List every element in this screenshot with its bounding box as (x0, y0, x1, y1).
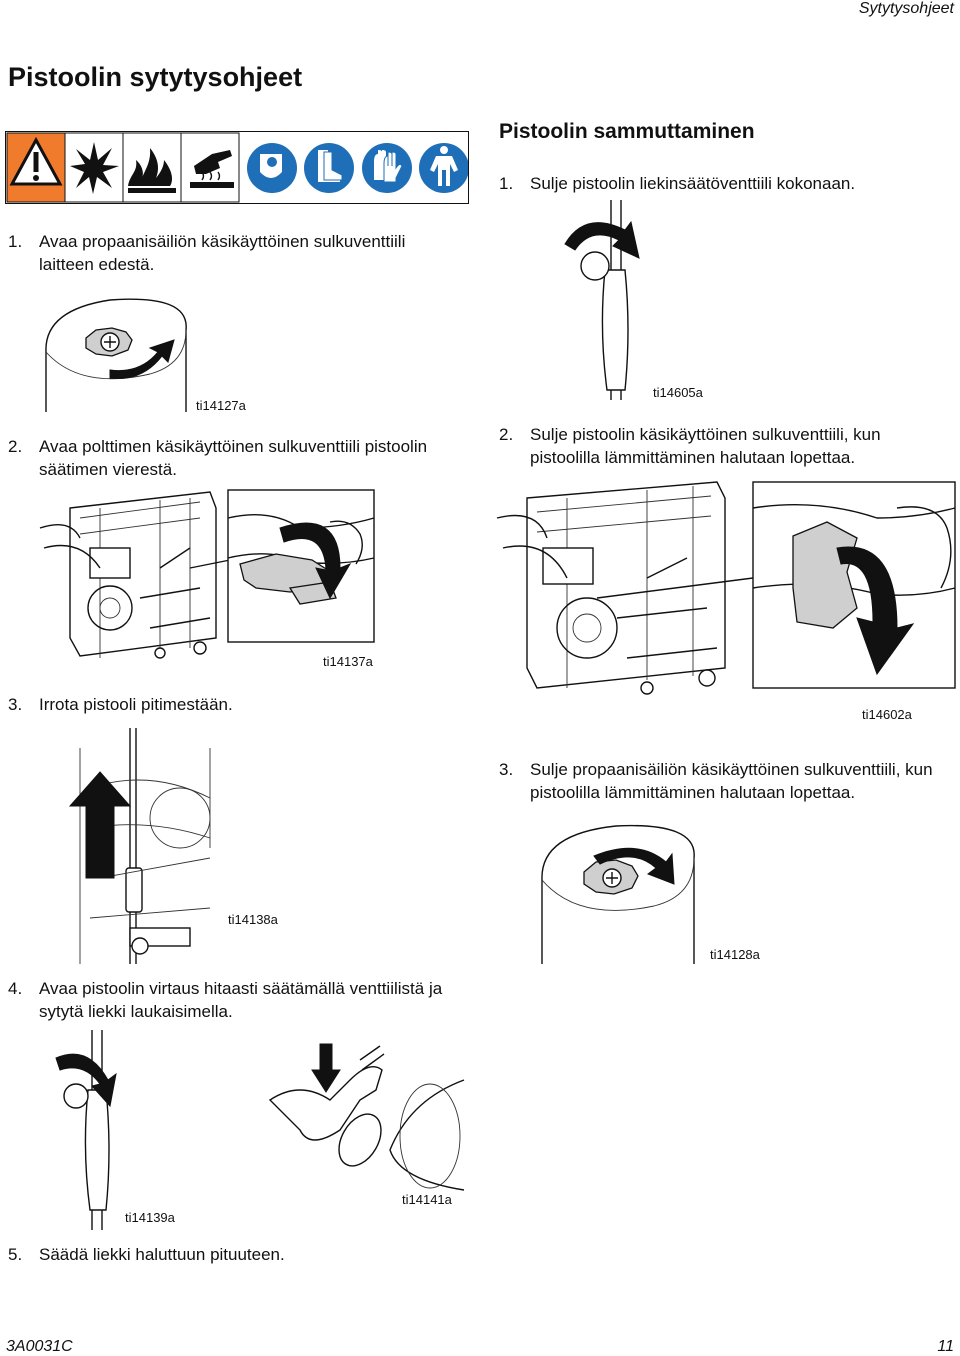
figure-label: ti14141a (402, 1192, 452, 1207)
figure-label: ti14128a (710, 947, 760, 962)
step-1: 1. Avaa propaanisäiliön käsikäyttöinen s… (8, 232, 406, 274)
figure-machine-burner-valve (39, 489, 375, 659)
down-arrow-icon (311, 1043, 341, 1093)
gloves-icon (362, 143, 412, 193)
warning-triangle-icon (6, 132, 66, 203)
page-title: Pistoolin sytytysohjeet (8, 62, 303, 92)
up-arrow-icon (68, 771, 132, 879)
boots-icon (304, 143, 354, 193)
section-title-shutdown: Pistoolin sammuttaminen (499, 120, 755, 143)
figure-gun-trigger-ignite (268, 1043, 465, 1191)
figure-label: ti14137a (323, 654, 373, 669)
figure-gun-valve-open (55, 1030, 117, 1230)
figure-label: ti14139a (125, 1210, 175, 1225)
footer-page-number: 11 (937, 1338, 954, 1355)
figure-gun-flame-valve-close (564, 200, 640, 400)
step-4: 4. Avaa pistoolin virtaus hitaasti säätä… (8, 979, 443, 1021)
shutdown-step-3: 3. Sulje propaanisäiliön käsikäyttöinen … (499, 760, 933, 802)
fire-icon (122, 132, 182, 203)
face-shield-icon (247, 143, 297, 193)
step-5: 5. Säädä liekki haluttuun pituuteen. (8, 1245, 285, 1264)
step-2: 2. Avaa polttimen käsikäyttöinen sulkuve… (8, 437, 428, 479)
figure-label: ti14605a (653, 385, 703, 400)
step-3: 3. Irrota pistooli pitimestään. (8, 695, 233, 714)
figure-label: ti14602a (862, 707, 912, 722)
safety-sign-strip (5, 131, 469, 204)
footer-doc-number: 3A0031C (6, 1338, 73, 1355)
shutdown-step-2: 2. Sulje pistoolin käsikäyttöinen sulkuv… (499, 425, 881, 467)
figure-gun-holder (68, 728, 211, 964)
hot-surface-icon (180, 132, 240, 203)
figure-label: ti14138a (228, 912, 278, 927)
figure-label: ti14127a (196, 398, 246, 413)
running-header: Sytytysohjeet (858, 0, 954, 17)
figure-machine-gun-valve-close (496, 481, 956, 695)
figure-tank-valve-open (45, 298, 187, 412)
shutdown-step-1: 1. Sulje pistoolin liekinsäätöventtiili … (499, 174, 856, 193)
coveralls-icon (419, 143, 469, 193)
figure-tank-valve-close (541, 824, 695, 964)
explosion-icon (64, 132, 124, 203)
